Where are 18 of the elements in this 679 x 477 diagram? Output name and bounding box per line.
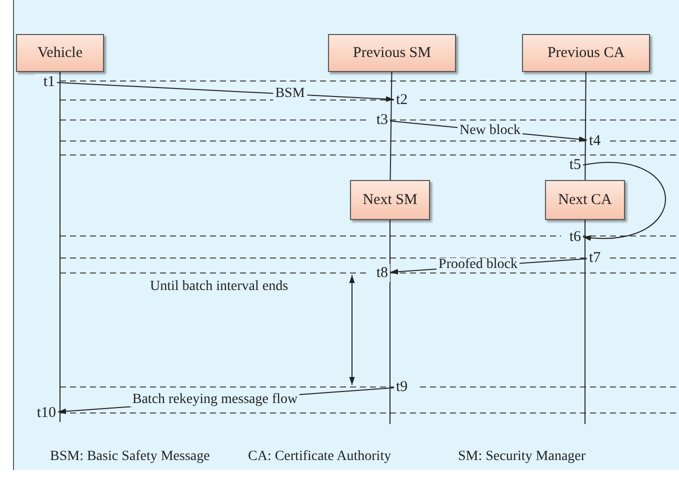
participant-box: Previous SM xyxy=(328,34,456,72)
message-arrow xyxy=(56,82,394,102)
lifeline-connector xyxy=(584,220,586,424)
lifeline-connector xyxy=(584,72,586,180)
duration-note: Until batch interval ends xyxy=(150,279,288,295)
participant-box: Previous CA xyxy=(522,34,650,72)
legend-text: SM: Security Manager xyxy=(458,449,586,465)
time-label: t8 xyxy=(368,264,390,282)
message-arrow xyxy=(582,162,666,240)
edge-label: BSM xyxy=(273,87,307,101)
participant-box: Vehicle xyxy=(16,34,104,72)
legend-text: BSM: Basic Safety Message xyxy=(50,449,210,465)
legend-text: CA: Certificate Authority xyxy=(248,449,392,465)
lifeline-connector xyxy=(390,72,392,180)
edge-label: Proofed block xyxy=(436,258,520,272)
participant-box: Next SM xyxy=(350,180,430,220)
edge-label: Batch rekeying message flow xyxy=(130,393,300,407)
participant-box: Next CA xyxy=(545,180,625,220)
